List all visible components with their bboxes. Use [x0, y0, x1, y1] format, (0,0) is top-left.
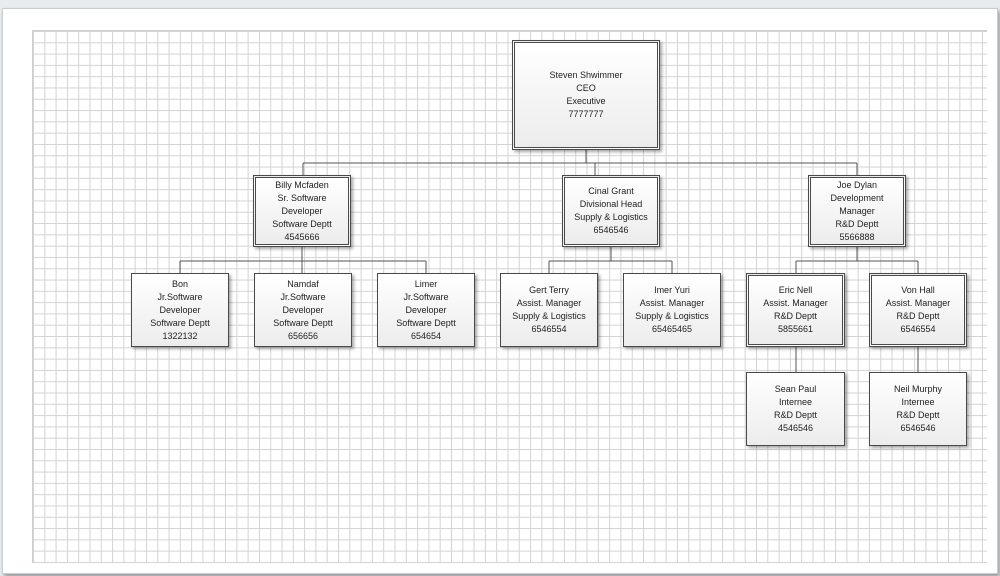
node-text: 6546554: [900, 324, 936, 334]
connector-ceo: [302, 150, 858, 175]
node-namdaf[interactable]: Namdaf Jr.Software Developer Software De…: [254, 273, 352, 347]
node-text: Bon: [171, 278, 188, 289]
node-text: Developer: [159, 304, 201, 315]
node-text: Von Hall: [901, 285, 935, 295]
node-text: Billy Mcfaden: [275, 179, 329, 190]
node-text: Assist. Manager: [763, 298, 828, 308]
node-sean[interactable]: Sean Paul Internee R&D Deptt 4546546: [746, 372, 845, 446]
node-text: Cinal Grant: [588, 186, 634, 196]
node-cinal[interactable]: Cinal Grant Divisional Head Supply & Log…: [562, 175, 660, 247]
node-text: 5566888: [839, 231, 875, 242]
node-text: Supply & Logistics: [574, 212, 648, 222]
node-text: Divisional Head: [579, 199, 643, 209]
node-text: CEO: [576, 83, 596, 93]
node-billy[interactable]: Billy Mcfaden Sr. Software Developer Sof…: [253, 175, 351, 247]
node-text: Manager: [839, 205, 875, 216]
connector-cinal: [548, 247, 673, 273]
node-neil[interactable]: Neil Murphy Internee R&D Deptt 6546546: [869, 372, 967, 446]
node-eric[interactable]: Eric Nell Assist. Manager R&D Deptt 5855…: [746, 273, 845, 347]
node-text: Internee: [901, 397, 935, 407]
node-joe[interactable]: Joe Dylan Development Manager R&D Deptt …: [808, 175, 906, 247]
node-limer[interactable]: Limer Jr.Software Developer Software Dep…: [377, 273, 475, 347]
node-text: Developer: [281, 205, 323, 216]
node-text: Development: [830, 192, 884, 203]
node-text: Assist. Manager: [516, 298, 582, 308]
node-text: R&D Deptt: [896, 311, 940, 321]
node-text: 7777777: [568, 109, 604, 119]
node-text: Software Deptt: [150, 317, 210, 328]
node-text: Eric Nell: [778, 285, 813, 295]
node-text: R&D Deptt: [896, 410, 940, 420]
node-text: Jr.Software: [157, 291, 203, 302]
node-text: Joe Dylan: [836, 179, 878, 190]
node-text: Namdaf: [287, 278, 319, 289]
node-text: R&D Deptt: [835, 218, 879, 229]
node-text: Developer: [282, 304, 324, 315]
node-text: Jr.Software: [403, 291, 449, 302]
connector-joe: [795, 247, 919, 273]
node-text: Software Deptt: [396, 317, 456, 328]
node-text: 1322132: [162, 330, 198, 341]
node-text: 656656: [287, 330, 319, 341]
node-text: 65465465: [651, 324, 693, 334]
node-text: Imer Yuri: [654, 285, 690, 295]
node-text: Executive: [566, 96, 606, 106]
node-text: R&D Deptt: [773, 311, 817, 321]
node-text: 6546554: [531, 324, 567, 334]
node-text: R&D Deptt: [773, 410, 817, 420]
node-bon[interactable]: Bon Jr.Software Developer Software Deptt…: [131, 273, 229, 347]
connector-billy: [179, 247, 427, 273]
node-text: Steven Shwimmer: [549, 70, 623, 80]
node-text: Internee: [778, 397, 813, 407]
node-text: Neil Murphy: [893, 384, 942, 394]
node-imer[interactable]: Imer Yuri Assist. Manager Supply & Logis…: [623, 273, 721, 347]
node-text: Sr. Software: [277, 192, 327, 203]
node-von[interactable]: Von Hall Assist. Manager R&D Deptt 65465…: [869, 273, 967, 347]
node-text: Gert Terry: [529, 285, 569, 295]
node-text: 6546546: [593, 225, 629, 235]
node-text: 4545666: [284, 231, 320, 242]
node-text: Assist. Manager: [885, 298, 951, 308]
node-text: 6546546: [900, 423, 936, 433]
node-text: Jr.Software: [280, 291, 326, 302]
node-gert[interactable]: Gert Terry Assist. Manager Supply & Logi…: [500, 273, 598, 347]
node-text: Assist. Manager: [639, 298, 705, 308]
node-text: 5855661: [777, 324, 814, 334]
node-text: Software Deptt: [273, 317, 333, 328]
node-ceo[interactable]: Steven Shwimmer CEO Executive 7777777: [512, 40, 660, 150]
node-text: Limer: [414, 278, 438, 289]
node-text: Supply & Logistics: [635, 311, 709, 321]
node-text: Software Deptt: [272, 218, 332, 229]
node-text: Developer: [405, 304, 447, 315]
node-text: Sean Paul: [774, 384, 817, 394]
node-text: 4546546: [777, 423, 814, 433]
node-text: Supply & Logistics: [512, 311, 586, 321]
node-text: 654654: [410, 330, 442, 341]
